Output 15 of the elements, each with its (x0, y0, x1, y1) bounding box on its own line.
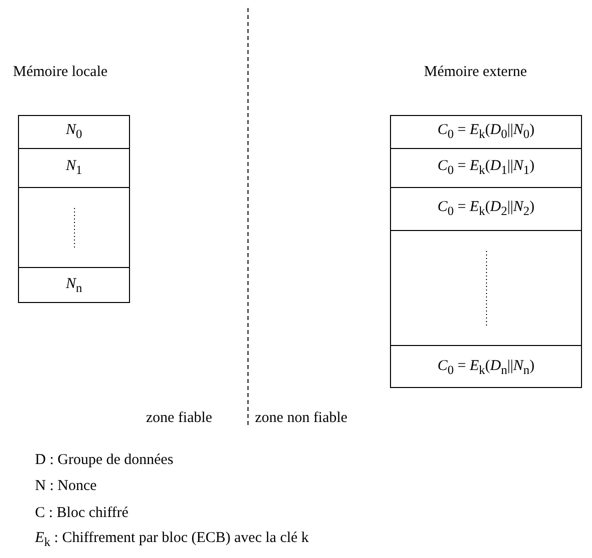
zone-label: zone fiable (146, 410, 212, 427)
column-heading: Mémoire locale (13, 64, 108, 81)
cell-text: C$_{0}$ = E$_{k}$(D$_{n}$||N$_{n}$) (437, 358, 535, 378)
cell-text: N$_{0}$ (66, 122, 82, 142)
cell-text: C$_{0}$ = E$_{k}$(D$_{2}$||N$_{2}$) (437, 199, 535, 219)
column-heading: Mémoire externe (424, 64, 527, 81)
cell-text: N$_{n}$ (66, 276, 82, 296)
cell-text: N$_{1}$ (66, 158, 82, 178)
zone-label: zone non fiable (255, 410, 348, 427)
legend-text: N : Nonce (35, 478, 97, 495)
cell-text: C$_{0}$ = E$_{k}$(D$_{1}$||N$_{1}$) (437, 158, 535, 178)
legend-text: C : Bloc chiffré (35, 505, 128, 522)
cell-text: C$_{0}$ = E$_{k}$(D$_{0}$||N$_{0}$) (437, 122, 535, 142)
legend-text: D : Groupe de données (35, 452, 174, 469)
legend-text: E$_{k}$ : Chiffrement par bloc (ECB) avec la clé k (35, 530, 309, 550)
